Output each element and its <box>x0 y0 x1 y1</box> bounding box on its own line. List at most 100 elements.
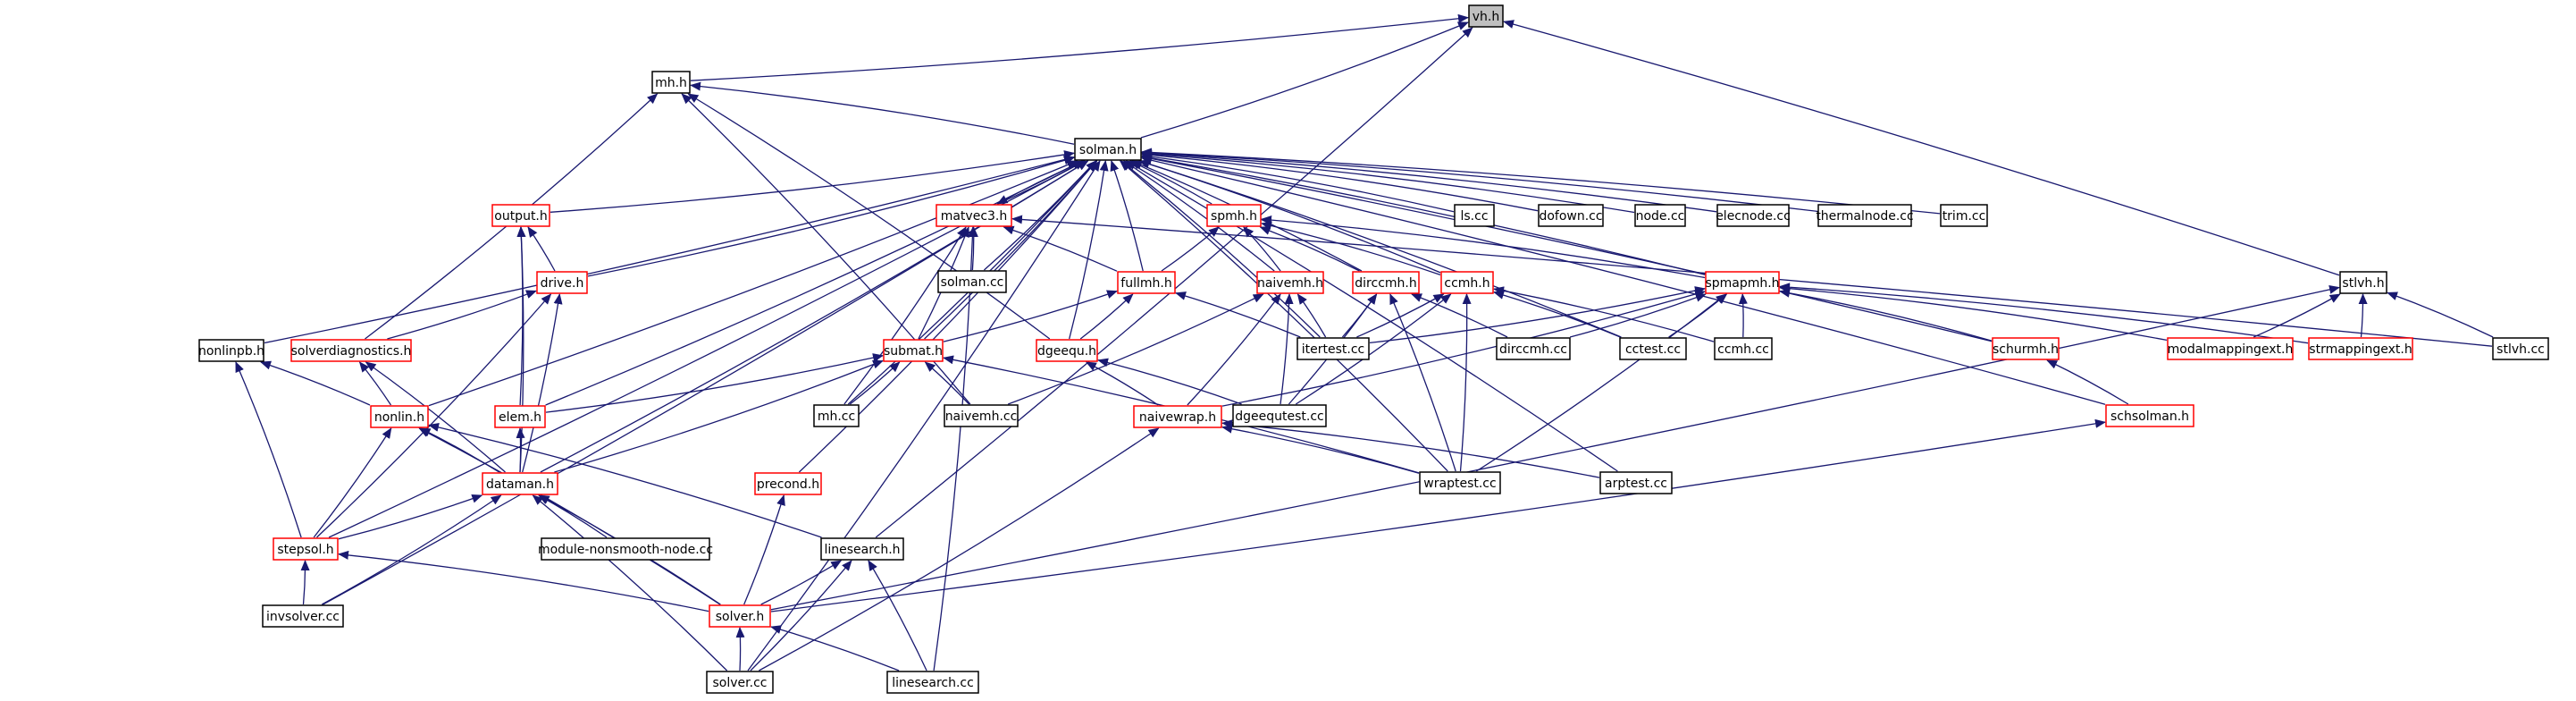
node-dgeequtest-cc[interactable]: dgeequtest.cc <box>1232 404 1327 427</box>
edge-line <box>750 560 852 671</box>
node-ccmh-cc[interactable]: ccmh.cc <box>1714 337 1773 360</box>
node-stlvh-cc[interactable]: stlvh.cc <box>2492 337 2549 360</box>
edge-wraptest-cc-to-spmapmh-h <box>1475 293 1727 472</box>
node-naivewrap-h[interactable]: naivewrap.h <box>1133 405 1222 428</box>
node-label: dgeequ.h <box>1037 344 1096 359</box>
edge-line <box>532 494 728 671</box>
edge-line <box>996 160 1085 205</box>
edge-naivemh-cc-to-naivemh-h <box>1007 293 1264 405</box>
edge-solver-cc-to-solver-h <box>735 627 745 671</box>
edge-arptest-cc-to-solman-h <box>1125 160 1618 472</box>
node-naivemh-cc[interactable]: naivemh.cc <box>944 404 1019 427</box>
node-box <box>1352 271 1420 294</box>
node-ls-cc[interactable]: ls.cc <box>1454 204 1495 227</box>
node-dataman-h[interactable]: dataman.h <box>482 472 558 495</box>
node-submat-h[interactable]: submat.h <box>883 339 944 362</box>
node-dgeequ-h[interactable]: dgeequ.h <box>1036 339 1098 362</box>
edge-fullmh-h-to-spmh-h <box>1161 226 1220 272</box>
node-stepsol-h[interactable]: stepsol.h <box>273 537 339 561</box>
node-thermalnode-cc[interactable]: thermalnode.cc <box>1816 204 1914 227</box>
node-modalmappingext-h[interactable]: modalmappingext.h <box>2167 337 2294 360</box>
node-trim-cc[interactable]: trim.cc <box>1940 204 1988 227</box>
node-label: ls.cc <box>1460 209 1488 224</box>
edge-line <box>1280 293 1294 405</box>
node-box <box>1634 204 1686 227</box>
edge-cctest-cc-to-solman-h <box>1138 159 1622 338</box>
node-output-h[interactable]: output.h <box>491 204 550 227</box>
node-fullmh-h[interactable]: fullmh.h <box>1117 271 1176 294</box>
node-node-cc[interactable]: node.cc <box>1634 204 1686 227</box>
edge-line <box>1295 293 1452 405</box>
node-box <box>1496 337 1571 360</box>
node-nonlinpb-h[interactable]: nonlinpb.h <box>198 339 264 362</box>
edge-line <box>1138 159 1622 338</box>
node-elecnode-cc[interactable]: elecnode.cc <box>1716 204 1791 227</box>
node-box <box>1074 138 1142 161</box>
edge-line <box>843 226 967 405</box>
node-label: modalmappingext.h <box>2168 342 2294 357</box>
node-spmh-h[interactable]: spmh.h <box>1206 204 1262 227</box>
node-strmappingext-h[interactable]: strmappingext.h <box>2308 337 2413 360</box>
edge-line <box>1493 291 1621 338</box>
node-mh-h[interactable]: mh.h <box>651 71 691 94</box>
node-invsolver-cc[interactable]: invsolver.cc <box>262 604 344 628</box>
node-solver-h[interactable]: solver.h <box>709 604 771 628</box>
node-cctest-cc[interactable]: cctest.cc <box>1619 337 1687 360</box>
node-nonlin-h[interactable]: nonlin.h <box>370 405 429 428</box>
node-box <box>2339 271 2387 294</box>
edge-stlvh-h-to-vh-h <box>1503 20 2340 276</box>
node-solman-cc[interactable]: solman.cc <box>937 270 1007 293</box>
node-label: submat.h <box>884 344 943 359</box>
edge-line <box>358 361 392 406</box>
node-matvec3-h[interactable]: matvec3.h <box>936 204 1012 227</box>
node-box <box>1714 337 1773 360</box>
edge-line <box>2046 359 2129 405</box>
edge-solver-cc-to-solman-h <box>747 160 1101 671</box>
node-spmapmh-h[interactable]: spmapmh.h <box>1705 271 1780 294</box>
node-vh-h[interactable]: vh.h <box>1468 4 1504 28</box>
node-precond-h[interactable]: precond.h <box>754 472 822 495</box>
node-label: dataman.h <box>486 477 554 492</box>
node-drive-h[interactable]: drive.h <box>536 271 588 294</box>
edge-dirccmh-cc-to-dirccmh-h <box>1411 293 1508 338</box>
node-ccmh-h[interactable]: ccmh.h <box>1440 271 1494 294</box>
edge-line <box>2358 293 2368 338</box>
node-module-nonsmooth-node-cc[interactable]: module-nonsmooth-node.cc <box>538 537 713 561</box>
node-solverdiagnostics-h[interactable]: solverdiagnostics.h <box>290 339 412 362</box>
node-elem-h[interactable]: elem.h <box>494 405 546 428</box>
edge-line <box>1125 160 1618 472</box>
node-dofown-cc[interactable]: dofown.cc <box>1538 204 1604 227</box>
edge-solver-cc-to-naivewrap-h <box>759 427 1160 671</box>
node-naivemh-h[interactable]: naivemh.h <box>1256 271 1324 294</box>
edge-line <box>1141 154 1993 342</box>
node-label: ccmh.h <box>1444 276 1489 291</box>
node-stlvh-h[interactable]: stlvh.h <box>2339 271 2387 294</box>
node-linesearch-cc[interactable]: linesearch.cc <box>886 671 979 694</box>
node-schurmh-h[interactable]: schurmh.h <box>1992 337 2060 360</box>
node-label: fullmh.h <box>1120 276 1171 291</box>
node-itertest-cc[interactable]: itertest.cc <box>1296 337 1370 360</box>
node-dirccmh-cc[interactable]: dirccmh.cc <box>1496 337 1571 360</box>
node-mh-cc[interactable]: mh.cc <box>813 404 860 427</box>
edge-line <box>770 418 2106 612</box>
node-schsolman-h[interactable]: schsolman.h <box>2105 404 2194 427</box>
edge-line <box>735 627 745 671</box>
edge-naivewrap-h-to-naivemh-h <box>1187 293 1281 406</box>
node-label: stlvh.h <box>2342 276 2384 291</box>
edge-ls-cc-to-solman-h <box>1141 152 1455 213</box>
node-solman-h[interactable]: solman.h <box>1074 138 1142 161</box>
node-linesearch-h[interactable]: linesearch.h <box>820 537 904 561</box>
node-box <box>1036 339 1098 362</box>
edge-dataman-h-to-elem-h <box>516 427 525 473</box>
edge-line <box>338 494 483 540</box>
edge-line <box>1110 160 1144 272</box>
node-dirccmh-h[interactable]: dirccmh.h <box>1352 271 1420 294</box>
node-label: schurmh.h <box>1993 342 2059 357</box>
node-arptest-cc[interactable]: arptest.cc <box>1599 471 1673 494</box>
node-wraptest-cc[interactable]: wraptest.cc <box>1419 471 1501 494</box>
node-solver-cc[interactable]: solver.cc <box>706 671 774 694</box>
edge-line <box>235 361 302 538</box>
node-label: spmapmh.h <box>1705 276 1779 291</box>
node-label: itertest.cc <box>1302 342 1364 357</box>
